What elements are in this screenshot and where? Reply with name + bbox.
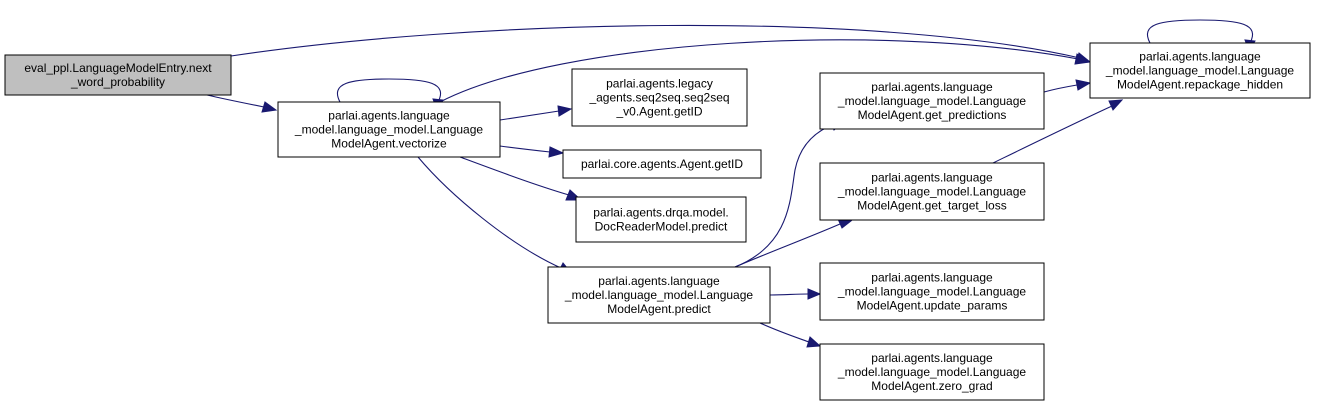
node-box xyxy=(547,266,771,324)
node-zero-grad[interactable]: parlai.agents.language_model.language_mo… xyxy=(819,343,1045,401)
edge-line xyxy=(459,156,570,196)
node-box xyxy=(562,149,762,179)
node-box xyxy=(575,196,747,243)
node-box xyxy=(1089,42,1311,99)
edge-line xyxy=(337,78,441,103)
node-label-line: _model.language_model.Language xyxy=(564,288,753,302)
edge-arrowhead xyxy=(261,101,278,113)
node-lm-predict[interactable]: parlai.agents.language_model.language_mo… xyxy=(547,266,771,324)
node-label-line: _agents.seq2seq.seq2seq xyxy=(588,91,729,105)
node-label-line: _model.language_model.Language xyxy=(837,365,1026,379)
edge-arrowhead xyxy=(548,146,565,158)
node-core-getid[interactable]: parlai.core.agents.Agent.getID xyxy=(562,149,762,179)
node-label-line: parlai.agents.drqa.model. xyxy=(593,206,728,220)
edge-arrowhead xyxy=(557,105,573,117)
node-drqa-predict[interactable]: parlai.agents.drqa.model.DocReaderModel.… xyxy=(575,196,747,243)
node-box xyxy=(4,54,232,96)
node-label-line: _model.language_model.Language xyxy=(1105,64,1294,78)
node-label-line: _model.language_model.Language xyxy=(837,94,1026,108)
node-label-line: _model.language_model.Language xyxy=(294,123,483,137)
edge-entry-to-vectorize xyxy=(206,94,278,113)
node-legacy-getid[interactable]: parlai.agents.legacy_agents.seq2seq.seq2… xyxy=(571,68,748,127)
edge-line xyxy=(417,156,562,269)
node-label-line: _v0.Agent.getID xyxy=(615,105,702,119)
edge-lm_predict-to-zero_grad xyxy=(759,322,822,348)
edge-line xyxy=(1146,19,1254,44)
edge-vectorize-to-repackage_hidden xyxy=(439,39,1092,103)
node-get-predictions[interactable]: parlai.agents.language_model.language_mo… xyxy=(819,72,1045,130)
edge-line xyxy=(439,39,1079,103)
node-label-line: ModelAgent.get_target_loss xyxy=(857,199,1006,213)
edge-arrowhead xyxy=(806,336,822,348)
node-label-line: ModelAgent.vectorize xyxy=(331,137,447,151)
node-label-line: parlai.agents.language xyxy=(871,80,993,94)
node-get-target-loss[interactable]: parlai.agents.language_model.language_mo… xyxy=(819,162,1045,221)
node-label-line: parlai.agents.language xyxy=(328,109,450,123)
edge-line xyxy=(734,223,841,268)
edge-arrowhead xyxy=(807,288,822,300)
edge-line xyxy=(759,322,810,343)
nodes-layer: eval_ppl.LanguageModelEntry.next_word_pr… xyxy=(4,42,1311,401)
node-label-line: ModelAgent.zero_grad xyxy=(871,379,992,393)
node-label-line: ModelAgent.update_params xyxy=(857,299,1008,313)
node-label-line: DocReaderModel.predict xyxy=(595,220,728,234)
edge-line xyxy=(734,124,833,268)
node-label-line: eval_ppl.LanguageModelEntry.next xyxy=(24,61,212,75)
edge-line xyxy=(499,110,560,121)
node-update-params[interactable]: parlai.agents.language_model.language_mo… xyxy=(819,262,1045,321)
edge-lm_predict-to-update_params xyxy=(769,288,822,300)
node-box xyxy=(819,262,1045,321)
node-label-line: parlai.agents.language xyxy=(871,351,993,365)
node-label-line: _model.language_model.Language xyxy=(837,185,1026,199)
node-label-line: ModelAgent.get_predictions xyxy=(858,108,1007,122)
edge-get_predictions-to-repackage_hidden xyxy=(1043,79,1092,93)
edge-line xyxy=(499,145,551,153)
edge-lm_predict-to-get_target_loss xyxy=(734,218,853,268)
node-label-line: _word_probability xyxy=(70,75,165,89)
edge-line xyxy=(769,293,809,296)
node-entry[interactable]: eval_ppl.LanguageModelEntry.next_word_pr… xyxy=(4,54,232,96)
edge-vectorize-to-legacy_getid xyxy=(499,105,573,121)
node-label-line: parlai.agents.language xyxy=(871,271,993,285)
node-repackage-hidden[interactable]: parlai.agents.language_model.language_mo… xyxy=(1089,42,1311,99)
edge-arrowhead xyxy=(1075,79,1092,91)
node-label-line: parlai.agents.language xyxy=(871,171,993,185)
node-box xyxy=(277,101,501,158)
edge-arrowhead xyxy=(1108,99,1124,111)
node-box xyxy=(571,68,748,127)
edge-line xyxy=(992,105,1113,164)
node-label-line: ModelAgent.repackage_hidden xyxy=(1117,78,1283,92)
edge-get_target_loss-to-repackage_hidden xyxy=(992,99,1124,164)
node-label-line: _model.language_model.Language xyxy=(837,285,1026,299)
edge-line xyxy=(206,94,265,108)
node-label-line: parlai.core.agents.Agent.getID xyxy=(581,157,743,171)
node-label-line: parlai.agents.legacy xyxy=(606,77,713,91)
node-box xyxy=(819,162,1045,221)
node-label-line: ModelAgent.predict xyxy=(607,302,711,316)
node-label-line: parlai.agents.language xyxy=(1139,50,1261,64)
node-vectorize[interactable]: parlai.agents.language_model.language_mo… xyxy=(277,101,501,158)
node-box xyxy=(819,72,1045,130)
edge-vectorize-to-core_getid xyxy=(499,145,565,158)
edge-line xyxy=(230,24,1081,59)
node-box xyxy=(819,343,1045,401)
edge-line xyxy=(1043,84,1078,93)
node-label-line: parlai.agents.language xyxy=(598,274,720,288)
edge-vectorize-to-lm_predict xyxy=(417,156,574,275)
edge-arrowhead xyxy=(1074,53,1092,65)
